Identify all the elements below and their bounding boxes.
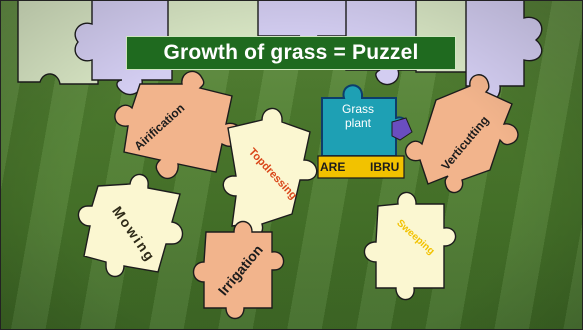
grass-plant-label: Grass plant (330, 102, 386, 130)
aerification-piece (114, 70, 243, 180)
mowing-piece (77, 173, 184, 278)
verticutting-piece (404, 74, 519, 194)
sweeping-piece (363, 191, 457, 301)
grass-plant-line-1: Grass (341, 102, 374, 116)
grass-piece-fragment-left: ARE (320, 160, 346, 174)
irrigation-piece (192, 220, 285, 320)
grass-plant-yellow-base (317, 155, 405, 179)
topdressing-piece (222, 107, 318, 238)
grass-piece-fragment-right: IBRU (370, 160, 400, 174)
grass-plant-line-2: plant (344, 116, 372, 130)
grass-plant-accent-purple (391, 117, 413, 141)
slide-title: Growth of grass = Puzzel (126, 36, 456, 70)
